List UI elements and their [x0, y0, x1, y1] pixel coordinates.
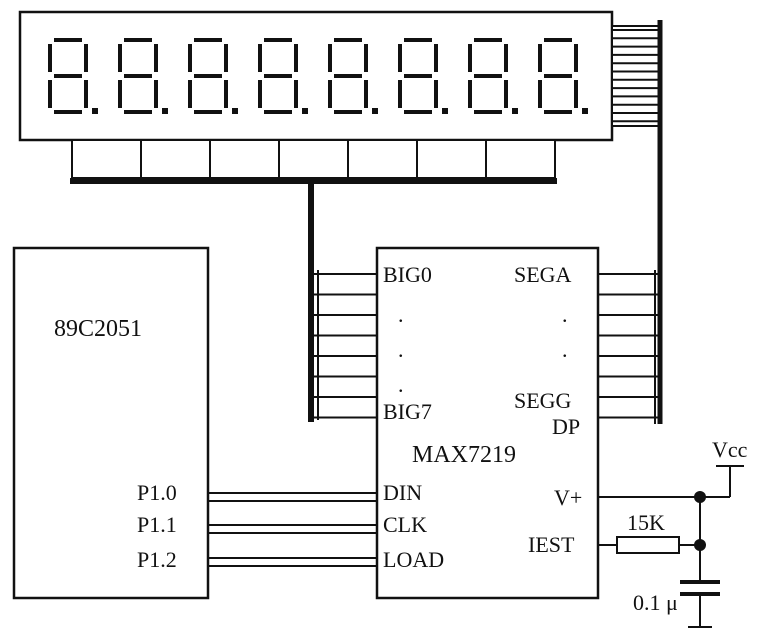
driver-pin-ellipsis-1: . — [398, 302, 404, 327]
driver-pin-segg: SEGG — [514, 388, 572, 413]
driver-body — [375, 246, 600, 600]
segment-connector — [611, 20, 663, 424]
power-network: Vcc 15K 0.1 μ — [598, 437, 748, 628]
digit-2 — [188, 38, 238, 114]
decimal-point — [512, 108, 518, 114]
driver-pin-big7: BIG7 — [383, 399, 432, 424]
digit-pin-strip — [71, 139, 556, 179]
driver-pin-ellipsis-3: . — [398, 372, 404, 397]
display-digits — [48, 38, 588, 114]
digit-7 — [538, 38, 588, 114]
driver-pin-ellipsis-4: . — [562, 302, 568, 327]
mcu-body — [12, 246, 210, 600]
seven-segment-display — [18, 10, 614, 184]
digit-3 — [258, 38, 308, 114]
resistor-15k — [616, 536, 680, 554]
driver-pin-dp: DP — [552, 414, 580, 439]
decimal-point — [302, 108, 308, 114]
driver-pin-ellipsis-5: . — [562, 337, 568, 362]
driver-pin-sega: SEGA — [514, 262, 572, 287]
digit-1 — [118, 38, 168, 114]
display-body — [18, 10, 614, 142]
driver-pin-iest: IEST — [528, 532, 575, 557]
driver-pin-big0: BIG0 — [383, 262, 432, 287]
digit-5 — [398, 38, 448, 114]
driver-pin-load: LOAD — [383, 547, 444, 572]
driver-pin-clk: CLK — [383, 512, 427, 537]
max7219-driver: BIG0 . . . BIG7 SEGA . . SEGG DP MAX7219… — [375, 246, 600, 600]
mcu-name: 89C2051 — [54, 316, 142, 342]
decimal-point — [372, 108, 378, 114]
digit-lines — [311, 273, 377, 419]
driver-name: MAX7219 — [412, 442, 516, 468]
mcu-driver-wires — [208, 492, 377, 567]
decimal-point — [92, 108, 98, 114]
decimal-point — [162, 108, 168, 114]
digit-6 — [468, 38, 518, 114]
segment-lines — [598, 273, 660, 419]
resistor-value: 15K — [627, 510, 665, 535]
decimal-point — [442, 108, 448, 114]
mcu-89c2051: 89C2051 P1.0 P1.1 P1.2 — [12, 246, 210, 600]
mcu-pin-p1-1: P1.1 — [137, 512, 177, 537]
decimal-point — [232, 108, 238, 114]
driver-pin-vplus: V+ — [554, 485, 582, 510]
mcu-pin-p1-0: P1.0 — [137, 480, 177, 505]
vcc-label: Vcc — [712, 437, 748, 462]
driver-pin-ellipsis-2: . — [398, 337, 404, 362]
mcu-pin-p1-2: P1.2 — [137, 547, 177, 572]
digit-0 — [48, 38, 98, 114]
digit-pin-boxes — [140, 140, 487, 178]
digit-4 — [328, 38, 378, 114]
driver-pin-din: DIN — [383, 480, 422, 505]
decimal-point — [582, 108, 588, 114]
capacitor-value: 0.1 μ — [633, 590, 678, 615]
